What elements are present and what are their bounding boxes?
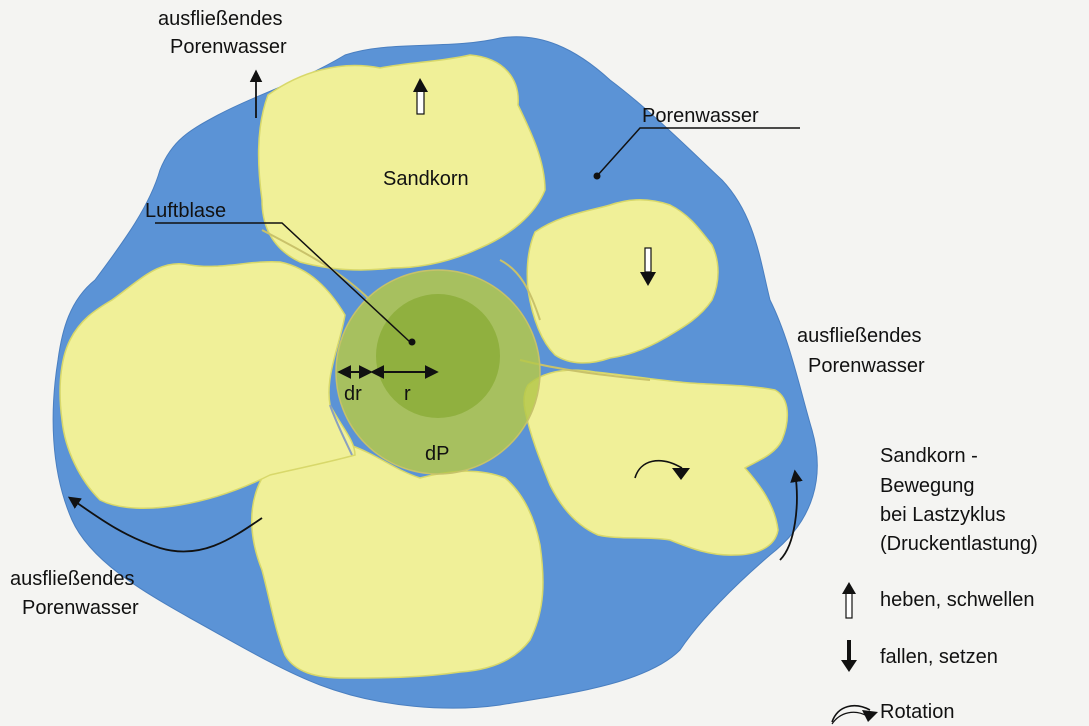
rotation-arrow-icon: [832, 706, 878, 724]
r-label: r: [404, 383, 411, 405]
outflow-top-line1: ausfließendes: [158, 8, 283, 30]
legend: Sandkorn - Bewegung bei Lastzyklus (Druc…: [832, 445, 1038, 724]
air-bubble-label: Luftblase: [145, 200, 226, 222]
legend-item-heben: heben, schwellen: [880, 589, 1035, 611]
dr-label: dr: [344, 383, 362, 405]
legend-item-rotation: Rotation: [880, 701, 955, 723]
outflow-right-line2: Porenwasser: [808, 355, 925, 377]
legend-title-line4: (Druckentlastung): [880, 533, 1038, 555]
outflow-left-line2: Porenwasser: [22, 597, 139, 619]
outflow-top-line2: Porenwasser: [170, 36, 287, 58]
up-arrow-icon: [842, 582, 856, 618]
outflow-left-line1: ausfließendes: [10, 568, 135, 590]
outflow-right-line1: ausfließendes: [797, 325, 922, 347]
air-bubble-inner: [376, 294, 500, 418]
dp-label: dP: [425, 443, 449, 465]
pore-water-label: Porenwasser: [642, 105, 759, 127]
legend-title-line2: Bewegung: [880, 475, 975, 497]
legend-item-fallen: fallen, setzen: [880, 646, 998, 668]
sand-grain-label: Sandkorn: [383, 168, 469, 190]
down-arrow-icon: [841, 640, 857, 672]
legend-title-line3: bei Lastzyklus: [880, 504, 1006, 526]
sand-grain-bottom: [252, 445, 543, 678]
legend-title-line1: Sandkorn -: [880, 445, 978, 467]
